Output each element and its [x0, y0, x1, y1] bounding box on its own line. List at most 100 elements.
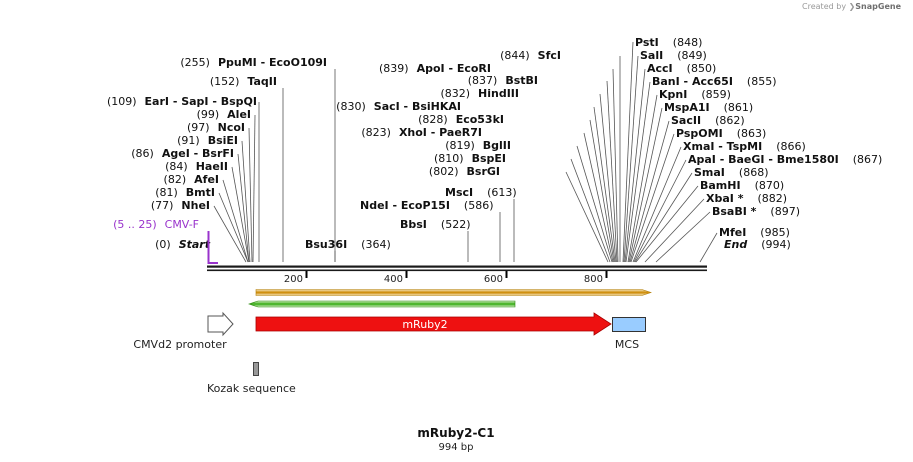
site-label-group: SacI - BsiHKAI(830)	[336, 100, 461, 113]
site-position: (5 .. 25)	[113, 218, 157, 231]
site-name: SacI - BsiHKAI	[374, 100, 461, 113]
site-leader-line	[593, 106, 616, 263]
site-label-group: XbaI *(882)	[706, 192, 787, 205]
site-name: XhoI - PaeR7I	[399, 126, 482, 139]
site-leader-line	[241, 140, 251, 263]
site-name: ApoI - EcoRI	[417, 62, 491, 75]
site-name: Bsu36I	[305, 238, 347, 251]
site-name: SmaI	[694, 166, 725, 179]
site-position: (82)	[164, 173, 187, 186]
site-position: (810)	[434, 152, 464, 165]
site-position: (866)	[776, 140, 806, 153]
site-position: (364)	[361, 238, 391, 251]
site-position: (839)	[379, 62, 409, 75]
snapgene-credit: Created by ❯SnapGene	[802, 2, 901, 11]
ruler-tick-label: 800	[584, 274, 603, 285]
site-leader-line	[599, 93, 617, 263]
site-name: TaqII	[247, 75, 277, 88]
site-leader-line	[237, 153, 250, 263]
site-leader-line	[632, 146, 682, 263]
site-position: (861)	[724, 101, 754, 114]
site-name: BsiEI	[208, 134, 238, 147]
cmvd2-promoter-feature: CMVd2 promoter	[133, 311, 234, 351]
site-name: XbaI *	[706, 192, 744, 205]
site-label-group: ApoI - EcoRI (839)	[379, 62, 491, 75]
site-position: (802)	[429, 165, 459, 178]
site-leader-line	[644, 198, 705, 263]
site-name: PspOMI	[676, 127, 723, 140]
plasmid-title: mRuby2-C1	[417, 426, 494, 440]
site-name: BspEI	[472, 152, 506, 165]
site-name: HindIII	[478, 87, 519, 100]
credit-prefix: Created by	[802, 2, 847, 11]
site-name: BanI - Acc65I	[652, 75, 733, 88]
site-position: (837)	[468, 74, 498, 87]
site-label-group: MfeI(985)	[719, 226, 790, 239]
site-leader-line	[622, 41, 634, 263]
site-label-group: CMV-F(5 .. 25)	[113, 218, 199, 231]
site-leader-line	[630, 133, 675, 263]
site-position: (91)	[177, 134, 200, 147]
site-name: MscI	[445, 186, 473, 199]
site-leader-line	[248, 127, 253, 263]
site-name: BglII	[483, 139, 511, 152]
snapgene-logo-icon: ❯	[848, 2, 856, 11]
site-name: HaeII	[196, 160, 228, 173]
site-label-group: BglII(819)	[445, 139, 511, 152]
site-position: (97)	[187, 121, 210, 134]
site-label-group: SmaI(868)	[694, 166, 769, 179]
mruby2-feature: mRuby2	[255, 312, 612, 336]
site-name: AccI	[647, 62, 673, 75]
site-position: (850)	[687, 62, 717, 75]
site-label-group: XmaI - TspMI(866)	[683, 140, 806, 153]
site-position: (994)	[761, 238, 791, 251]
site-position: (152)	[210, 75, 240, 88]
site-name: BsrGI	[467, 165, 500, 178]
site-label-group: EarI - SapI - BspQI (109)	[107, 95, 257, 108]
site-position: (613)	[487, 186, 517, 199]
site-position: (81)	[155, 186, 178, 199]
site-name: EarI - SapI - BspQI	[145, 95, 257, 108]
site-leader-line	[213, 205, 247, 263]
site-label-group: BbsI(522)	[400, 218, 471, 231]
mcs-feature: MCS	[612, 317, 646, 351]
site-name: AgeI - BsrFI	[162, 147, 234, 160]
site-label-group: HaeII (84)	[165, 160, 228, 173]
site-position: (109)	[107, 95, 137, 108]
site-label-group: BsaBI *(897)	[712, 205, 800, 218]
site-label-group: BamHI(870)	[700, 179, 784, 192]
site-leader-line	[634, 172, 693, 263]
site-label-group: AfeI(82)	[164, 173, 219, 186]
site-label-group: BstBI(837)	[468, 74, 538, 87]
site-label-group: AccI (850)	[647, 62, 716, 75]
site-label-group: ApaI - BaeGI - Bme1580I(867)	[688, 153, 882, 166]
site-position: (828)	[418, 113, 448, 126]
site-label-group: PpuMI - EcoO109I(255)	[180, 56, 327, 69]
site-label-group: AgeI - BsrFI (86)	[131, 147, 234, 160]
site-label-group: XhoI - PaeR7I(823)	[361, 126, 482, 139]
site-label-group: Bsu36I (364)	[305, 238, 391, 251]
site-leader-line	[218, 192, 249, 263]
site-leader-line	[222, 179, 249, 263]
site-name: NcoI	[218, 121, 245, 134]
site-name: SacII	[671, 114, 701, 127]
site-name: MspA1I	[664, 101, 710, 114]
mruby2-label: mRuby2	[402, 318, 447, 331]
site-label-group: SacII (862)	[671, 114, 745, 127]
site-label-group: MspA1I (861)	[664, 101, 753, 114]
site-label-group: TaqII (152)	[210, 75, 277, 88]
site-leader-line	[570, 158, 611, 263]
site-position: (586)	[464, 199, 494, 212]
sequence-backbone	[207, 265, 707, 272]
site-position: (862)	[715, 114, 745, 127]
site-position: (84)	[165, 160, 188, 173]
site-label-group: Start(0)	[155, 238, 211, 251]
site-position: (86)	[131, 147, 154, 160]
site-label-group: NheI(77)	[151, 199, 210, 212]
site-label-group: HindIII(832)	[440, 87, 519, 100]
promoter-label: CMVd2 promoter	[133, 338, 227, 351]
site-position: (870)	[755, 179, 785, 192]
primer-cmv-f-mark	[207, 231, 218, 264]
site-leader-line	[655, 211, 711, 263]
